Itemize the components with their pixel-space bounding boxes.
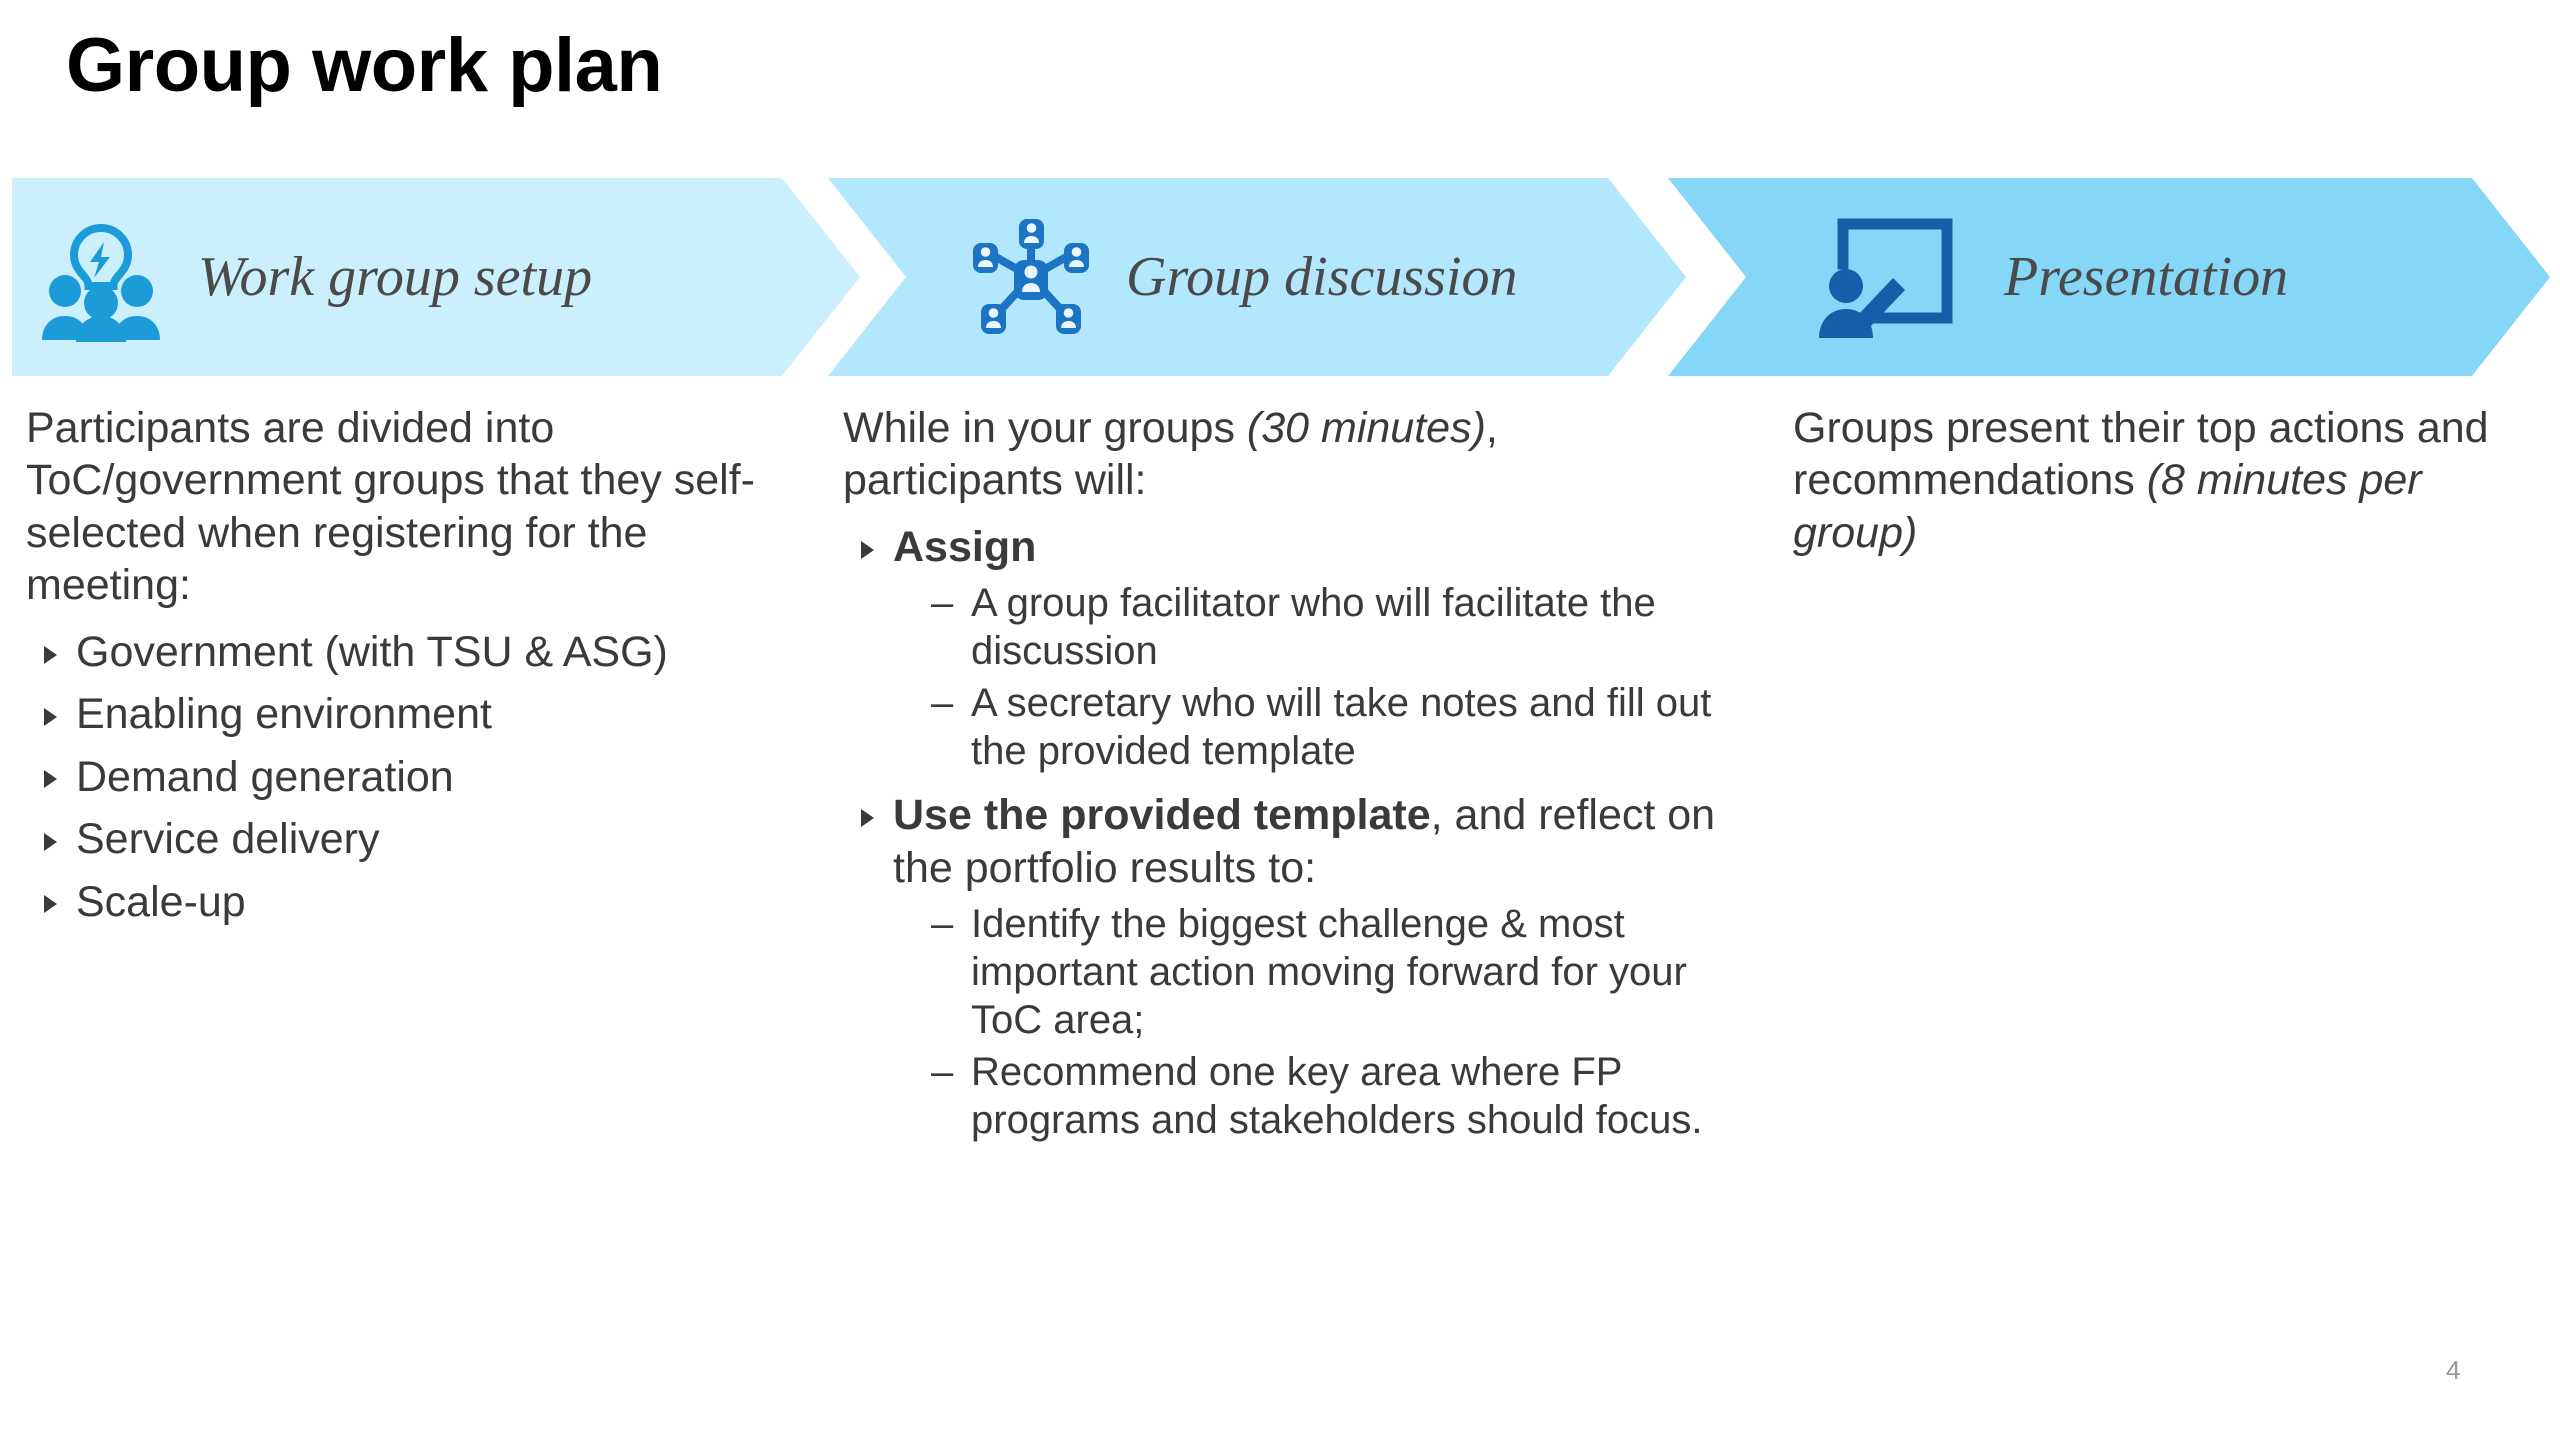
triangle-bullet-icon: [44, 895, 57, 914]
column2-intro-part1: While in your groups: [843, 404, 1247, 452]
column2-sublist-template: – Identify the biggest challenge & most …: [893, 900, 1723, 1144]
dash-bullet-icon: –: [931, 681, 954, 726]
sub-list-item-label: Recommend one key area where FP programs…: [971, 1050, 1703, 1143]
column2-sublist-assign: – A group facilitator who will facilitat…: [893, 579, 1723, 775]
triangle-bullet-icon: [861, 809, 874, 828]
sub-list-item[interactable]: – A secretary who will take notes and fi…: [893, 679, 1723, 775]
sub-list-item[interactable]: – Recommend one key area where FP progra…: [893, 1048, 1723, 1144]
chevron-step-group-discussion[interactable]: Group discussion: [828, 178, 1686, 376]
column2-intro-text: While in your groups (30 minutes), parti…: [843, 402, 1723, 507]
people-lightbulb-icon: [32, 208, 170, 346]
column-presentation: Groups present their top actions and rec…: [1793, 402, 2553, 573]
presenter-whiteboard-icon: [1808, 208, 1968, 346]
network-people-icon: [962, 208, 1100, 346]
list-item[interactable]: Use the provided template, and reflect o…: [843, 789, 1723, 1144]
list-item[interactable]: Government (with TSU & ASG): [26, 626, 804, 678]
column2-bullet-list: Assign – A group facilitator who will fa…: [843, 521, 1723, 1144]
sub-list-item[interactable]: – A group facilitator who will facilitat…: [893, 579, 1723, 675]
column3-duration: (8 minutes per group): [1793, 456, 2422, 557]
list-item-label: Use the provided template, and reflect o…: [893, 791, 1715, 891]
list-item[interactable]: Demand generation: [26, 751, 804, 803]
column-group-discussion: While in your groups (30 minutes), parti…: [843, 402, 1723, 1158]
dash-bullet-icon: –: [931, 902, 954, 947]
triangle-bullet-icon: [861, 540, 874, 559]
list-item-label: Enabling environment: [76, 690, 492, 739]
list-item[interactable]: Scale-up: [26, 876, 804, 928]
chevron-step-label: Presentation: [2004, 246, 2289, 308]
sub-list-item[interactable]: – Identify the biggest challenge & most …: [893, 900, 1723, 1044]
column1-bullet-list: Government (with TSU & ASG) Enabling env…: [26, 626, 804, 928]
dash-bullet-icon: –: [931, 1050, 954, 1095]
list-item-bold-lead: Assign: [893, 522, 1037, 571]
list-item[interactable]: Service delivery: [26, 813, 804, 865]
triangle-bullet-icon: [44, 708, 57, 727]
list-item[interactable]: Enabling environment: [26, 688, 804, 740]
list-item-bold-lead: Use the provided template: [893, 791, 1431, 840]
chevron-step-label: Work group setup: [198, 246, 593, 308]
process-chevron-band: Work group setup: [0, 178, 2560, 376]
list-item-label: Scale-up: [76, 877, 246, 926]
column2-intro-part2: , participants will:: [843, 404, 1498, 505]
triangle-bullet-icon: [44, 770, 57, 789]
sub-list-item-label: Identify the biggest challenge & most im…: [971, 902, 1687, 1043]
column2-intro-duration: (30 minutes): [1246, 404, 1486, 452]
chevron-step-label: Group discussion: [1126, 246, 1518, 308]
column1-intro-text: Participants are divided into ToC/govern…: [26, 404, 755, 610]
column-work-group-setup: Participants are divided into ToC/govern…: [26, 402, 804, 938]
chevron-step-presentation[interactable]: Presentation: [1668, 178, 2550, 376]
triangle-bullet-icon: [44, 645, 57, 664]
page-number: 4: [2446, 1355, 2461, 1385]
list-item-label: Government (with TSU & ASG): [76, 627, 668, 676]
triangle-bullet-icon: [44, 832, 57, 851]
list-item-label: Demand generation: [76, 752, 454, 801]
sub-list-item-label: A secretary who will take notes and fill…: [971, 681, 1712, 774]
list-item-label: Assign: [893, 523, 1036, 571]
chevron-step-work-group-setup[interactable]: Work group setup: [12, 178, 860, 376]
list-item-label: Service delivery: [76, 815, 380, 864]
column3-text: Groups present their top actions and rec…: [1793, 402, 2553, 559]
page-title: Group work plan: [66, 23, 663, 108]
list-item-rest: , and reflect on the portfolio results t…: [893, 791, 1716, 892]
dash-bullet-icon: –: [931, 581, 954, 626]
list-item[interactable]: Assign – A group facilitator who will fa…: [843, 521, 1723, 775]
column3-part1: Groups present their top actions and rec…: [1793, 404, 2489, 505]
sub-list-item-label: A group facilitator who will facilitate …: [971, 581, 1656, 674]
